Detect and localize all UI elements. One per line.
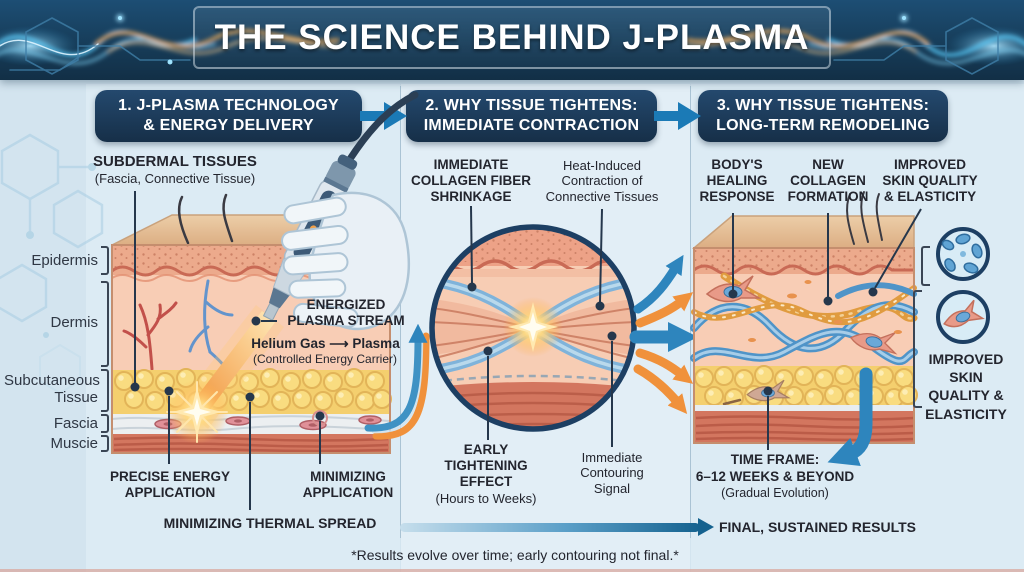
early-tightening-label: EARLY TIGHTENING EFFECT	[444, 442, 528, 489]
hexagon-decoration	[0, 133, 104, 395]
bottom-edge-strip	[0, 569, 1024, 572]
layer-label-epidermis: Epidermis	[31, 252, 98, 269]
layer-label-muscle: Muscie	[50, 435, 98, 452]
bracket-cell-cluster	[921, 246, 930, 286]
page-title: THE SCIENCE BEHIND J-PLASMA	[214, 17, 810, 57]
layer-label-subcutaneous: Subcutaneous Tissue	[4, 372, 100, 407]
fibroblast-circle-icon	[936, 290, 990, 344]
heat-contraction-label: Heat-Induced Contraction of Connective T…	[545, 158, 659, 204]
panel-divider	[690, 86, 691, 538]
new-collagen-label: NEW COLLAGEN FORMATION	[787, 157, 869, 204]
improved-quality-side-label: IMPROVED SKIN QUALITY & ELASTICITY	[925, 351, 1007, 422]
subdermal-tissues-label: SUBDERMAL TISSUES	[93, 153, 257, 170]
layer-bracket-fascia	[101, 414, 109, 433]
timeframe-title: TIME FRAME:	[730, 452, 820, 467]
improved-quality-label: IMPROVED SKIN QUALITY & ELASTICITY	[882, 157, 978, 204]
contouring-signal-label: Immediate Contouring Signal	[580, 450, 644, 496]
final-results-label: FINAL, SUSTAINED RESULTS	[718, 519, 917, 535]
layer-label-dermis: Dermis	[50, 314, 99, 331]
layer-bracket-muscle	[101, 435, 109, 452]
results-arrow-icon	[400, 523, 700, 532]
energy-wave-decoration-left	[0, 14, 340, 75]
cell-cluster-icon	[936, 227, 990, 281]
collagen-shrinkage-label: IMMEDIATE COLLAGEN FIBER SHRINKAGE	[411, 157, 531, 204]
layer-bracket-dermis	[101, 281, 109, 367]
device-cable	[346, 91, 419, 163]
layer-label-fascia: Fascia	[53, 415, 98, 432]
step-pill-3: 3. WHY TISSUE TIGHTENS: LONG-TERM REMODE…	[698, 90, 948, 142]
energized-plasma-label: ENERGIZED PLASMA STREAM	[287, 297, 405, 328]
jplasma-handpiece	[262, 91, 419, 331]
hair-icon	[177, 193, 234, 245]
layer-bracket-subcutaneous	[101, 369, 109, 412]
layer-bracket-epidermis	[101, 246, 109, 275]
heat-glow-icon	[503, 297, 563, 357]
banner: THE SCIENCE BEHIND J-PLASMA	[0, 0, 1024, 80]
panel-divider	[400, 86, 401, 538]
step-arrow-icon	[654, 102, 701, 130]
precise-energy-label: PRECISE ENERGY APPLICATION	[109, 469, 231, 500]
timeframe-sublabel: (Gradual Evolution)	[721, 486, 829, 500]
subdermal-tissues-sublabel: (Fascia, Connective Tissue)	[94, 171, 256, 186]
gloved-hand	[281, 191, 411, 331]
down-arrow-icon	[827, 367, 873, 466]
healing-response-label: BODY'S HEALING RESPONSE	[699, 157, 775, 204]
step-pill-2: 2. WHY TISSUE TIGHTENS: IMMEDIATE CONTRA…	[406, 90, 657, 142]
thermal-spread-label: MINIMIZING THERMAL SPREAD	[163, 515, 377, 531]
bracket-improved-skin	[913, 290, 922, 408]
results-arrowhead-icon	[698, 518, 714, 536]
cell-detail-icons	[936, 227, 990, 344]
title-box: THE SCIENCE BEHIND J-PLASMA	[193, 6, 831, 69]
step-pill-1: 1. J-PLASMA TECHNOLOGY & ENERGY DELIVERY	[95, 90, 362, 142]
minimizing-application-label: MINIMIZING APPLICATION	[302, 469, 394, 500]
early-tightening-sublabel: (Hours to Weeks)	[435, 491, 537, 506]
collagen-fiber-icons	[690, 272, 918, 366]
skin-cross-section-3	[690, 191, 918, 444]
curved-arrow-icon	[364, 323, 430, 440]
helium-gas-label: Helium Gas ⟶ Plasma	[251, 336, 400, 351]
transition-arrows-icon	[629, 254, 698, 414]
helium-gas-sublabel: (Controlled Energy Carrier)	[252, 352, 398, 366]
energy-burst	[165, 380, 229, 444]
energy-wave-decoration-right	[684, 14, 1024, 75]
timeframe-value: 6–12 WEEKS & BEYOND	[695, 469, 855, 484]
footnote: *Results evolve over time; early contour…	[351, 547, 679, 563]
magnified-tissue-circle	[429, 224, 637, 432]
